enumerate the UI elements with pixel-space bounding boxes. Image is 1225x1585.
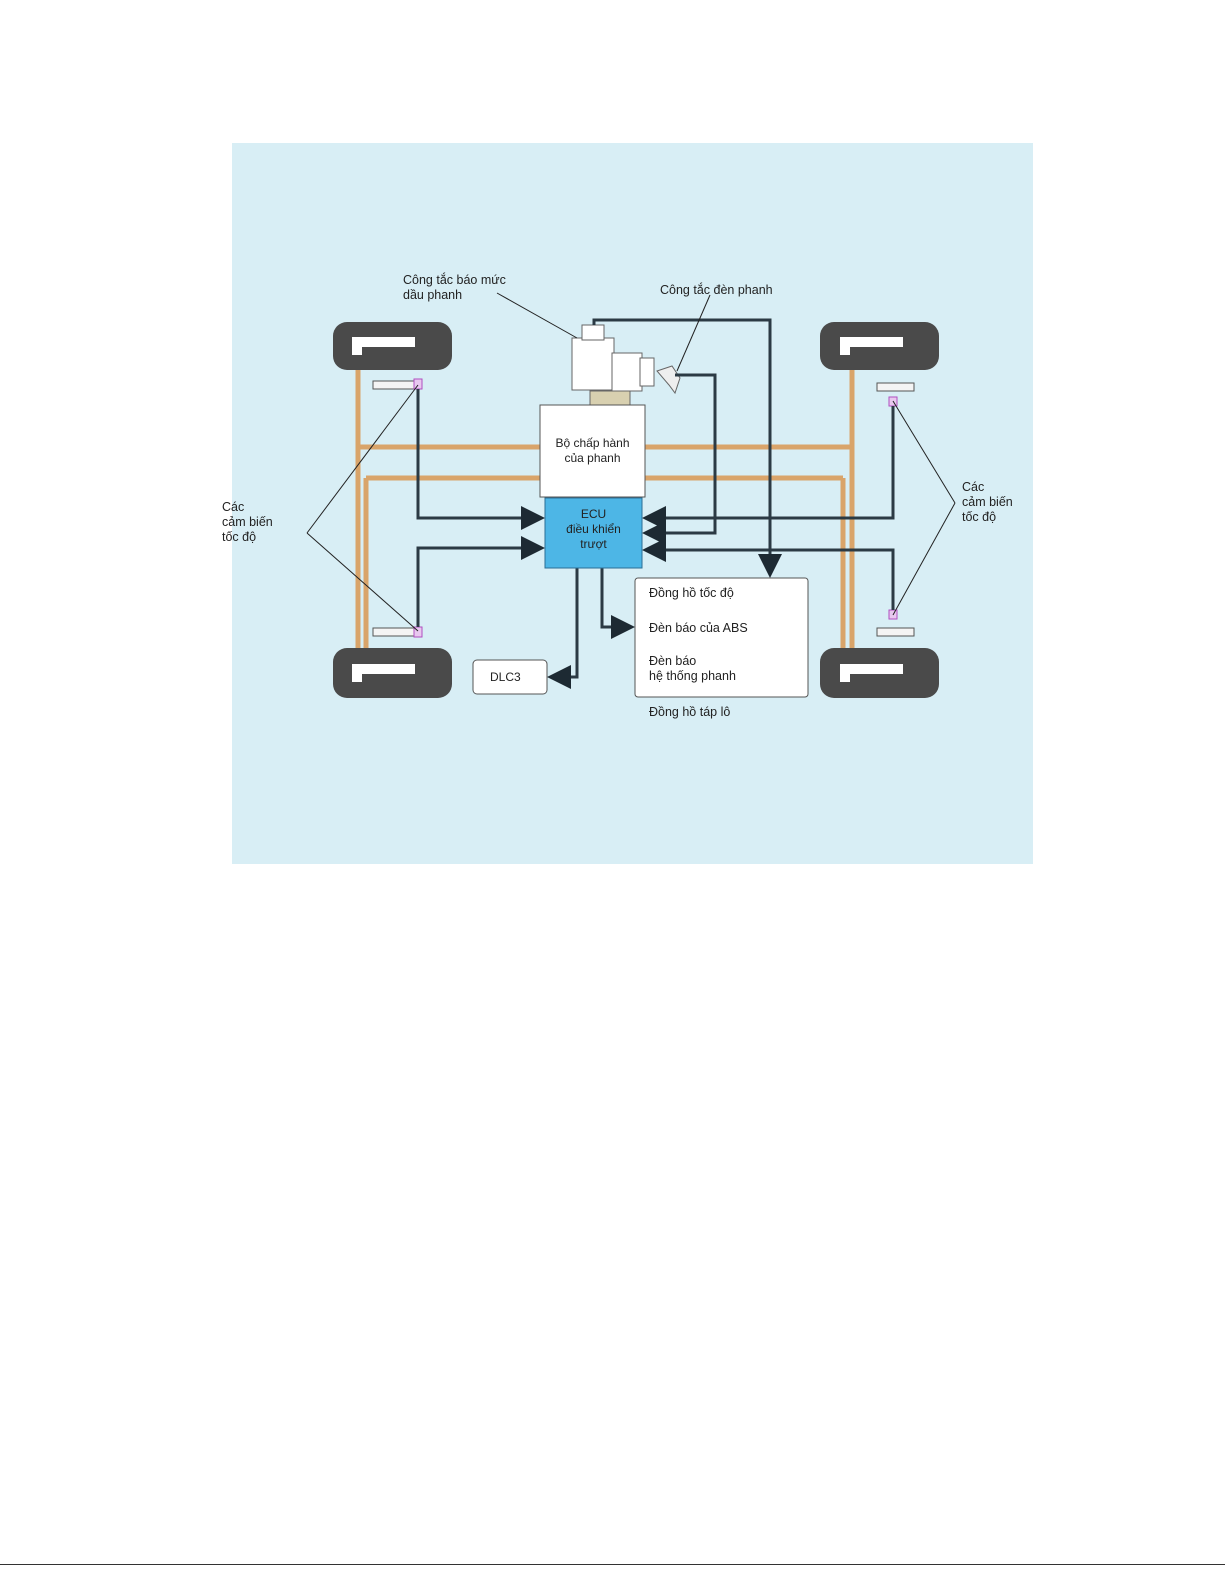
label-speed-sensors-left: Các cảm biến tốc độ [222,500,273,544]
label-dlc3: DLC3 [490,670,521,684]
dlc3-box [472,659,548,695]
wheel-rear-right [820,648,939,698]
actuator-box [539,404,646,498]
meter-item-brake-system-warning-light: Đèn báo hệ thống phanh [649,654,736,683]
leader-lines [306,292,956,632]
meter-item-abs-warning-light: Đèn báo của ABS [649,621,748,635]
diagram-graphics [306,292,956,698]
label-brake-actuator: Bộ chấp hành của phanh [555,436,630,465]
wheels [333,322,939,698]
signal-wires [416,318,895,689]
ecu-box [544,497,643,569]
abs-system-diagram: Công tắc báo mức dầu phanh Công tắc đèn … [222,143,1033,864]
meter-item-speedometer: Đồng hồ tốc độ [649,586,734,600]
wheel-front-left [333,322,452,370]
wheel-rear-left [333,648,452,698]
label-speed-sensors-right: Các cảm biến tốc độ [962,480,1013,524]
combination-meter-box [634,577,809,698]
label-brake-fluid-level-switch: Công tắc báo mức dầu phanh [403,273,506,302]
master-cylinder [571,324,681,408]
label-skid-control-ecu: ECU điều khiển trượt [566,507,621,551]
label-brake-light-switch: Công tắc đèn phanh [660,283,773,297]
label-combination-meter: Đồng hồ táp lô [649,705,731,719]
page-bottom-rule [0,1564,1225,1565]
wheel-front-right [820,322,939,370]
